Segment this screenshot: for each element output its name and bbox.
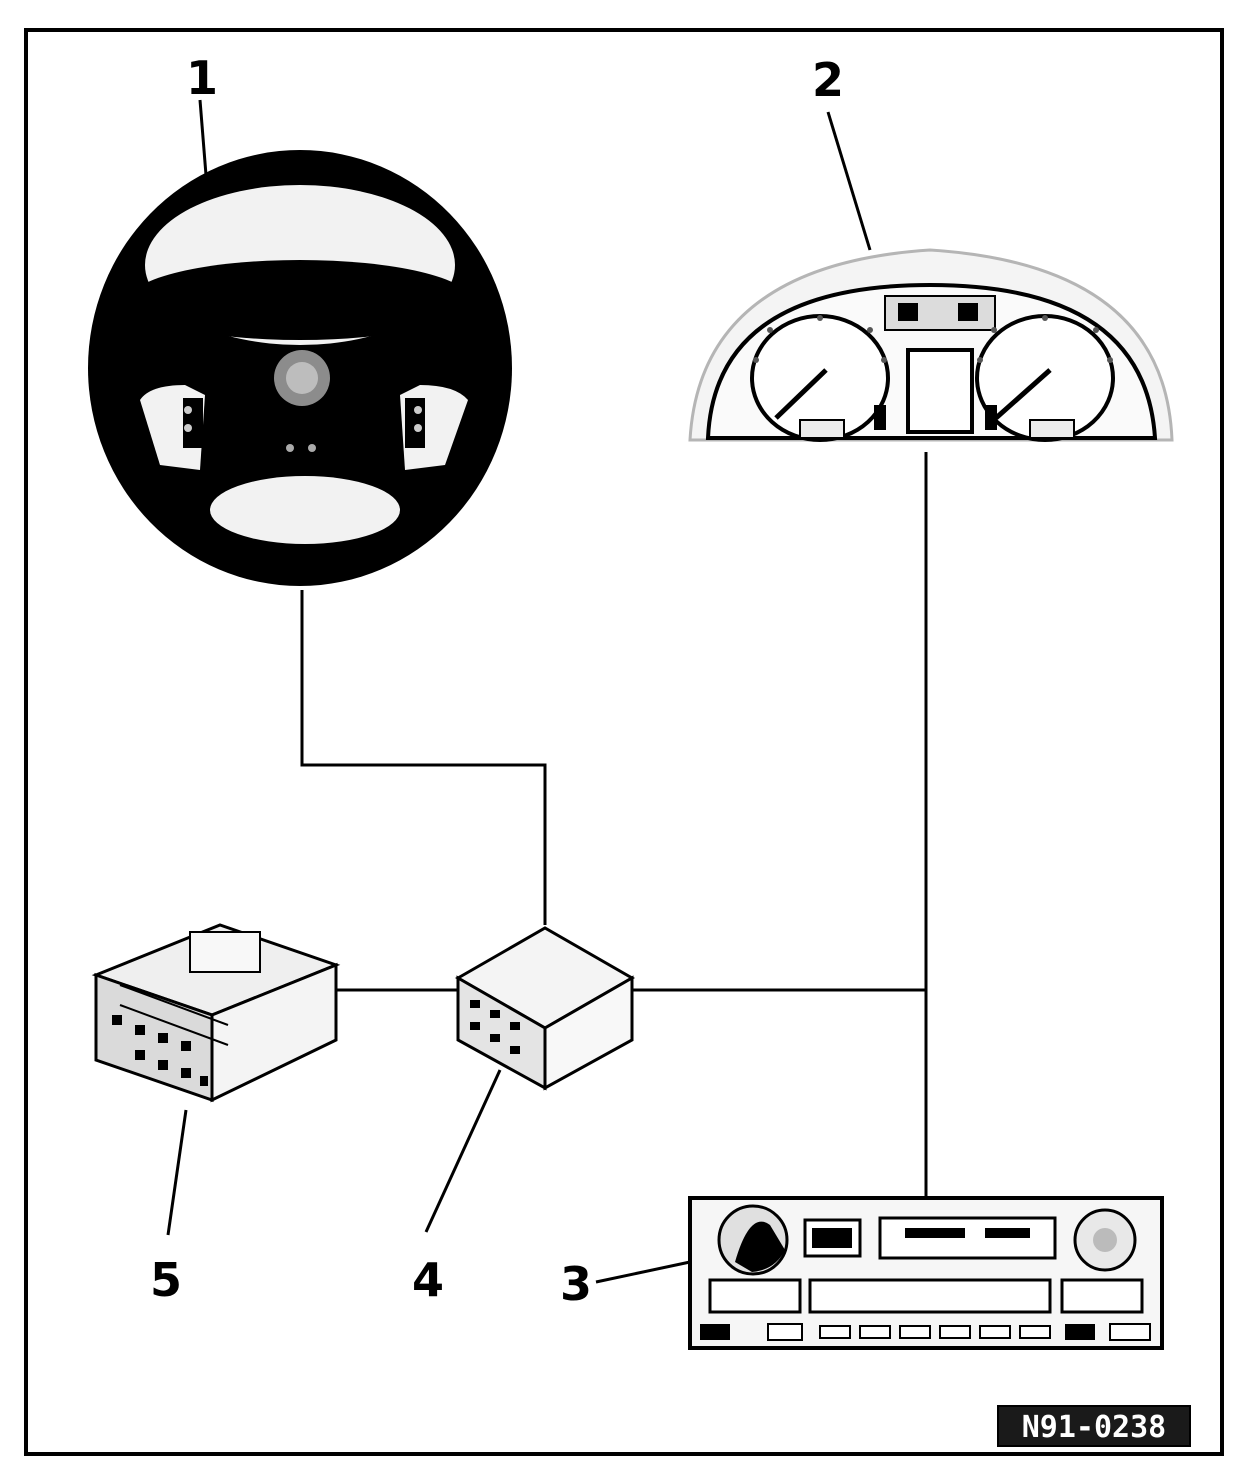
callout-2: 2 [812,53,844,107]
connection-lines [300,452,928,1198]
reference-code: N91-0238 [1022,1410,1167,1445]
leader-4 [424,1069,502,1233]
leader-5 [166,1109,188,1236]
callout-4: 4 [412,1253,444,1307]
reference-code-badge: N91-0238 [997,1405,1191,1447]
steering-wheel-icon [88,150,512,586]
leader-2 [826,111,872,251]
leader-lines [166,99,872,1284]
callout-3: 3 [560,1257,592,1311]
radio-unit-icon [688,1196,1164,1350]
leader-1 [198,99,208,176]
connector-adapter-icon [91,923,341,1103]
leader-3 [595,1260,691,1284]
instrument-cluster-icon [688,248,1174,442]
control-unit-icon [454,926,636,1091]
callout-1: 1 [186,51,218,105]
callout-5: 5 [150,1253,182,1307]
line-steering-wheel-to-control-unit [300,590,547,925]
diagram-frame [24,28,1224,1456]
